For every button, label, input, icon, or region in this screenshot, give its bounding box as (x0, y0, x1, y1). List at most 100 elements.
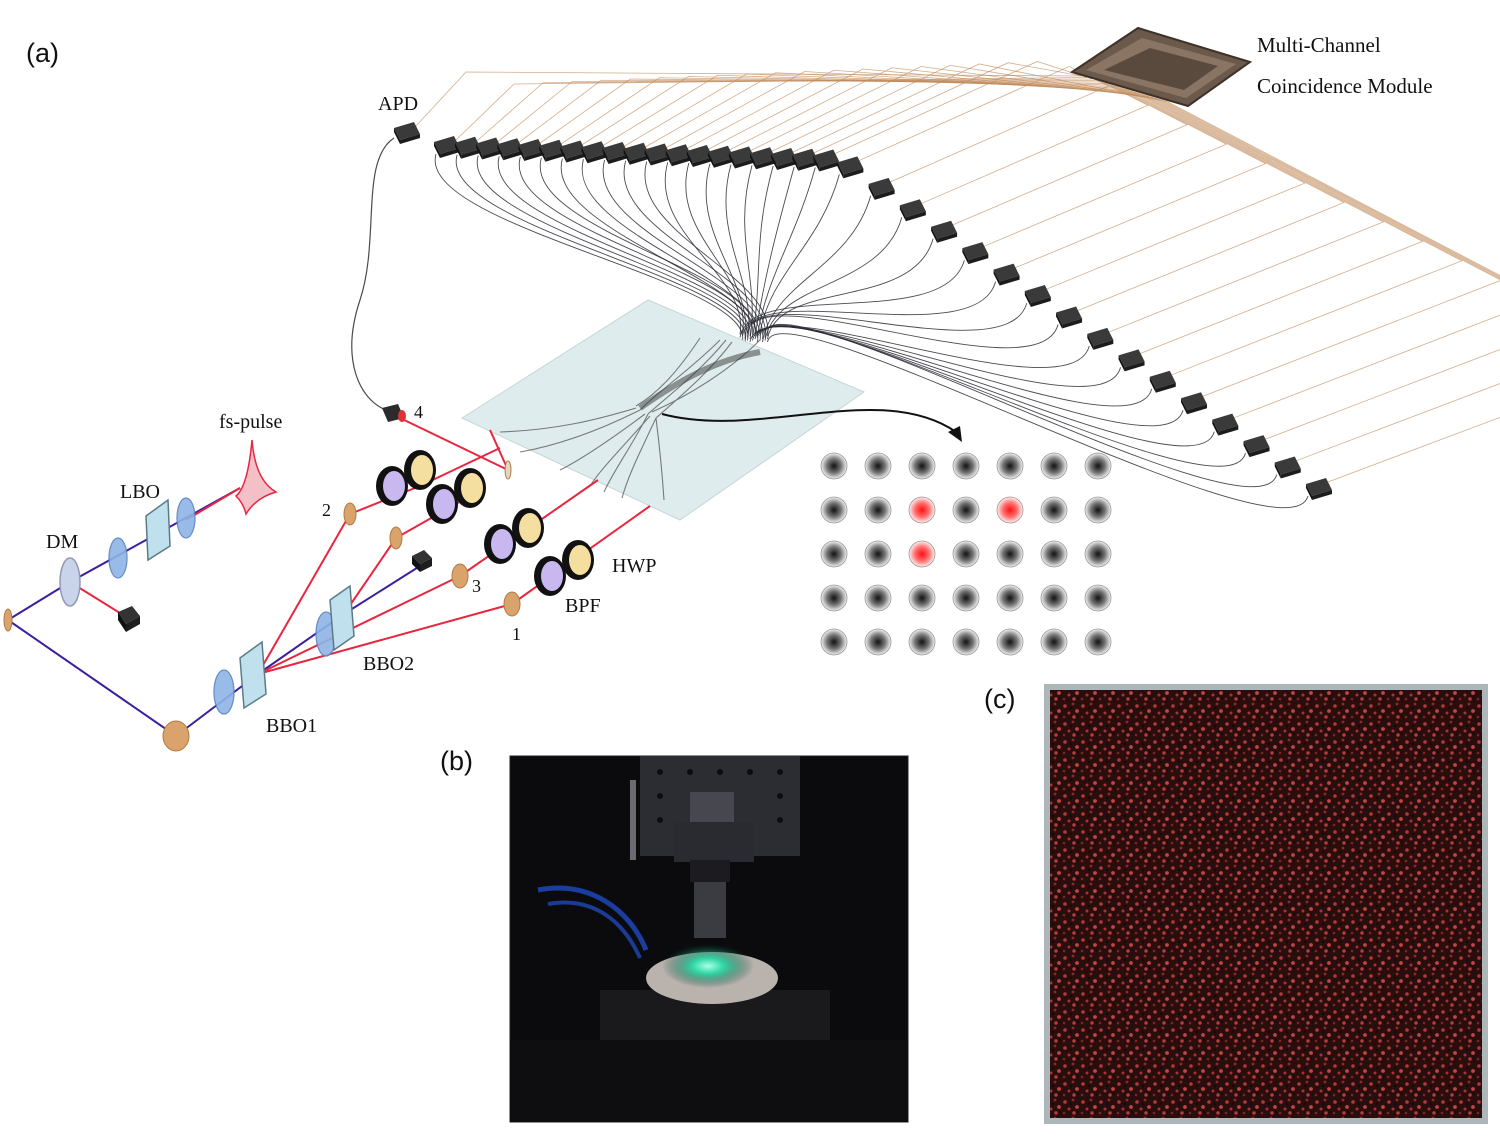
module-wire (1151, 96, 1500, 419)
apd-detector-icon (771, 147, 798, 170)
apd-detector-icon (581, 141, 608, 164)
detector-spot (952, 584, 980, 612)
hwp-plate-icon (512, 508, 544, 548)
apd-detector-icon (1274, 456, 1301, 479)
fiber-line (752, 165, 774, 338)
lbo-crystal-icon (145, 498, 171, 562)
panel-label-a: (a) (26, 38, 59, 68)
waveplate-array (376, 450, 594, 596)
fiber-line (754, 326, 1153, 407)
bbo2-label: BBO2 (363, 653, 414, 675)
mapping-arrowhead (948, 426, 962, 442)
bpf-plate-icon (484, 524, 516, 564)
apd-detector-icon (993, 263, 1020, 286)
panel-label-b: (b) (440, 746, 473, 776)
detector-spot (908, 628, 936, 656)
fiber-line (759, 174, 840, 334)
detector-spot (996, 584, 1024, 612)
apd-detector-icon (518, 138, 545, 161)
detector-spot (1040, 584, 1068, 612)
photonic-chip (460, 299, 866, 521)
detector-spot (952, 540, 980, 568)
port-label-3: 3 (472, 576, 481, 596)
apd-detector-icon (455, 136, 482, 159)
fiber-line (725, 164, 750, 341)
module-wire (921, 81, 1149, 204)
hwp-plate-icon (404, 450, 436, 490)
module-wire (1161, 99, 1500, 461)
module-wire (561, 77, 1113, 145)
speckle-image (1044, 684, 1488, 1124)
apd-detector-icon (1306, 478, 1332, 500)
apd-detector-icon (899, 199, 926, 222)
fiber-line (685, 162, 744, 334)
apd-detector-icon (1149, 370, 1176, 393)
apd-detector-icon (1212, 413, 1239, 436)
apd-detector-icon (1024, 285, 1051, 308)
fiber-line (539, 157, 756, 334)
detector-spot (996, 452, 1024, 480)
fiber-line (744, 302, 1028, 335)
detector-spot (1084, 628, 1112, 656)
detector-spot (864, 584, 892, 612)
module-wire (455, 77, 1088, 141)
module-wire (1141, 93, 1463, 376)
lens-icon (176, 497, 196, 539)
bbo1-crystal-icon (239, 640, 267, 710)
fabrication-photo (509, 755, 909, 1123)
apd-detector-icon (602, 141, 629, 164)
lens-icons (108, 497, 337, 715)
fiber-line (476, 155, 748, 338)
apd-detector-icon (686, 144, 713, 167)
apd-detector-icon (1118, 349, 1145, 372)
mirror-icon (503, 591, 521, 617)
hwp-plate-icon (454, 468, 486, 508)
fiber-line (764, 323, 1278, 488)
apd-detector-icon (931, 220, 958, 243)
detector-spot-grid (820, 452, 1112, 656)
mirror-icon (504, 460, 512, 480)
beam-dump-icon (412, 550, 432, 572)
detector-spot (864, 540, 892, 568)
apd-array (394, 122, 1332, 500)
detector-spot (864, 628, 892, 656)
detector-spot (820, 628, 848, 656)
fiber-line (351, 137, 395, 411)
hwp-plate-icon (562, 540, 594, 580)
fiber-line (434, 153, 743, 341)
module-wire (890, 80, 1110, 183)
apd-detector-icon (476, 137, 503, 160)
fiber-line (754, 166, 795, 337)
fiber-bundle (351, 137, 1309, 509)
module-wire (729, 67, 1153, 151)
detector-spot (864, 452, 892, 480)
detector-spot (820, 496, 848, 524)
fiber-line (602, 159, 763, 340)
fiber-line (664, 162, 742, 335)
detector-spot (1040, 540, 1068, 568)
fiber-line (739, 260, 965, 338)
module-wire (708, 68, 1148, 150)
module-wire (1077, 89, 1346, 311)
apd-detector-icon (539, 139, 566, 162)
apd-detector-icon (813, 149, 840, 172)
apd-detector-icon (1087, 327, 1114, 350)
fs-pulse-label: fs-pulse (219, 411, 282, 433)
port-label-1: 1 (512, 624, 521, 644)
apd-detector-icon (1056, 306, 1083, 329)
detector-spot-lit (996, 496, 1024, 524)
module-label-line2: Coincidence Module (1257, 74, 1433, 98)
detector-spot (1040, 628, 1068, 656)
apd-detector-icon (644, 143, 671, 166)
fs-pulse-icon (234, 439, 278, 516)
fiber-line (744, 165, 753, 340)
hwp-label: HWP (612, 555, 656, 577)
module-wire (1156, 98, 1500, 440)
apd-detector-icon (962, 242, 989, 265)
fiber-line (767, 333, 1309, 509)
apd-detector-icon (497, 138, 524, 161)
bpf-plate-icon (376, 466, 408, 506)
apd-detector-icon (837, 156, 864, 179)
coincidence-module-icon (1069, 26, 1253, 108)
module-wire (1109, 90, 1385, 333)
